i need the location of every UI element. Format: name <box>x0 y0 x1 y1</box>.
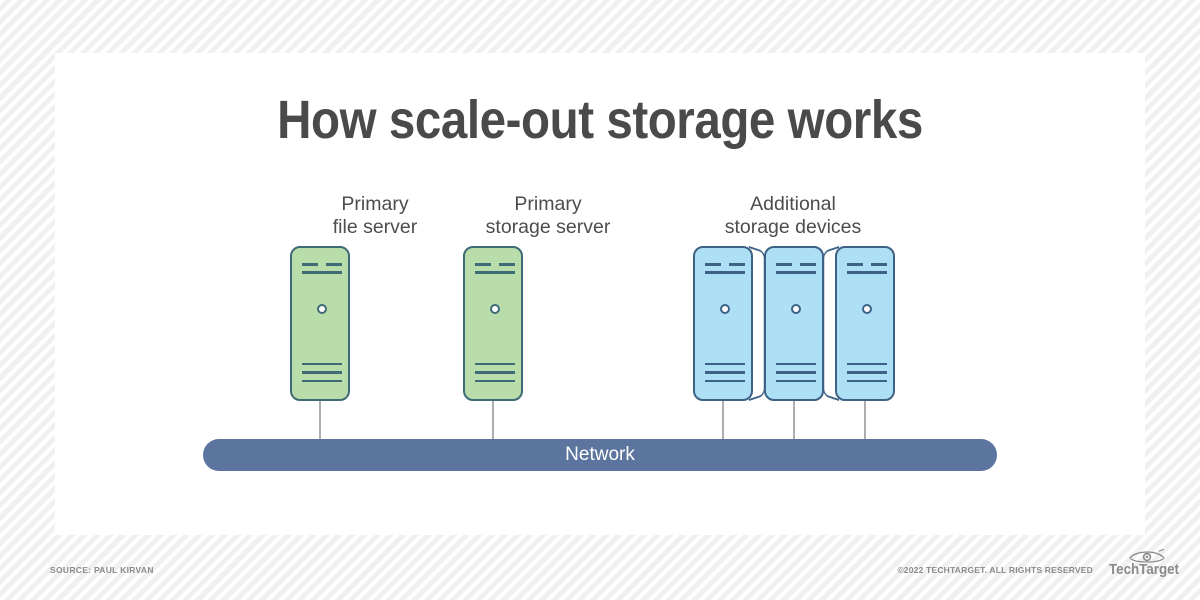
server-additional-storage-1 <box>693 246 766 401</box>
power-button-icon <box>791 304 801 314</box>
server-vent-lines <box>705 362 745 382</box>
server-top-line <box>475 271 515 274</box>
server-vent-lines <box>776 362 816 382</box>
label-line-1: Additional <box>750 193 836 215</box>
connector-line-file-server <box>319 401 321 441</box>
server-front-face <box>463 246 523 401</box>
label-line-2: storage devices <box>724 215 862 238</box>
connector-line-additional-3 <box>864 401 866 441</box>
label-primary-storage-server: Primary storage server <box>413 193 683 238</box>
server-indicator-dashes <box>475 263 515 266</box>
server-indicator-dashes <box>302 263 342 266</box>
techtarget-logo: TechTarget <box>1100 548 1188 584</box>
server-front-face <box>290 246 350 401</box>
server-vent-lines <box>847 362 887 382</box>
connector-line-additional-1 <box>722 401 724 441</box>
label-line-2: storage server <box>485 215 611 238</box>
techtarget-wordmark: TechTarget <box>1109 562 1179 578</box>
server-front-face <box>835 246 895 401</box>
copyright-notice: ©2022 TECHTARGET. ALL RIGHTS RESERVED <box>897 565 1093 575</box>
page-title: How scale-out storage works <box>277 90 923 150</box>
server-top-line <box>847 271 887 274</box>
power-button-icon <box>490 304 500 314</box>
label-line-1: Primary <box>341 193 409 215</box>
server-primary-file-server <box>290 246 350 401</box>
server-indicator-dashes <box>847 263 887 266</box>
server-additional-storage-3 <box>822 246 895 401</box>
server-vent-lines <box>302 362 342 382</box>
server-top-line <box>705 271 745 274</box>
power-button-icon <box>720 304 730 314</box>
server-indicator-dashes <box>776 263 816 266</box>
network-bar: Network <box>203 439 997 471</box>
server-top-line <box>776 271 816 274</box>
source-credit: SOURCE: PAUL KIRVAN <box>50 565 154 575</box>
server-primary-storage-server <box>463 246 523 401</box>
power-button-icon <box>862 304 872 314</box>
label-line-1: Primary <box>514 193 582 215</box>
server-indicator-dashes <box>705 263 745 266</box>
label-additional-storage-devices: Additional storage devices <box>658 193 928 238</box>
server-front-face <box>693 246 753 401</box>
server-additional-storage-2 <box>764 246 824 401</box>
server-top-line <box>302 271 342 274</box>
connector-line-storage-server <box>492 401 494 441</box>
server-vent-lines <box>475 362 515 382</box>
server-front-face <box>764 246 824 401</box>
label-line-2: file server <box>332 215 418 238</box>
diagram-card: How scale-out storage works Primary file… <box>55 53 1145 535</box>
label-primary-file-server: Primary file server <box>240 193 510 238</box>
eye-icon <box>1129 548 1165 563</box>
power-button-icon <box>317 304 327 314</box>
connector-line-additional-2 <box>793 401 795 441</box>
